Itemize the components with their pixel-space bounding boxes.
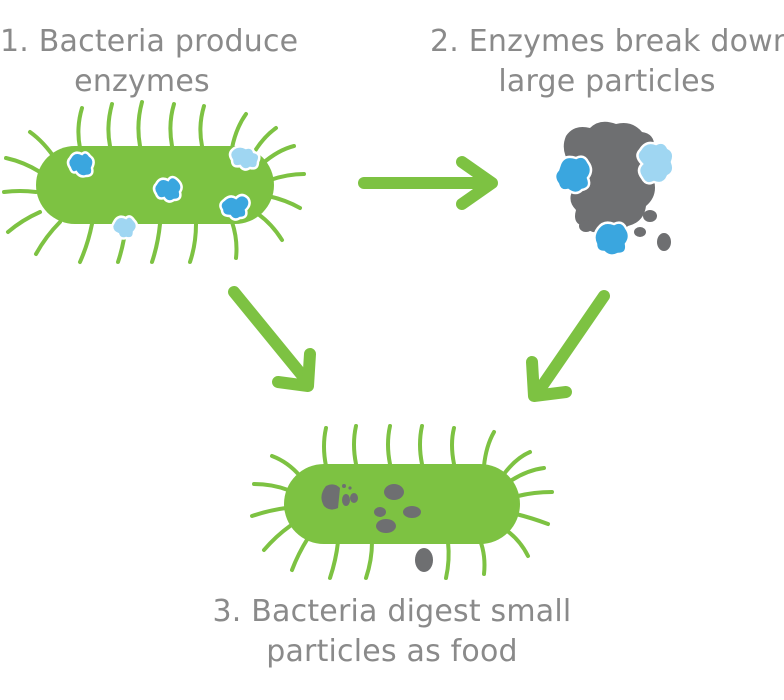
- enzyme-icon: [553, 155, 593, 195]
- step-3-label-line-1: 3. Bacteria digest small: [212, 594, 572, 629]
- step-1-label-line-1: 1. Bacteria produce: [0, 24, 299, 59]
- particle: [376, 519, 396, 533]
- bacterium-producing-enzymes: [2, 100, 306, 264]
- enzyme-icon: [593, 221, 631, 257]
- small-particle: [643, 210, 657, 222]
- particle: [384, 484, 404, 500]
- arrow-down-left: [526, 290, 610, 402]
- arrow-down-right: [228, 286, 316, 392]
- enzyme-icon: [228, 145, 261, 171]
- particle: [350, 493, 358, 503]
- small-particle: [657, 233, 671, 251]
- step-2-label: 2. Enzymes break down large particles: [430, 22, 784, 102]
- step-2-label-line-2: large particles: [498, 64, 716, 99]
- enzyme-icon: [636, 141, 675, 185]
- particle: [342, 484, 346, 488]
- particle: [403, 506, 421, 518]
- particle: [321, 484, 340, 510]
- step-2-label-line-1: 2. Enzymes break down: [430, 24, 784, 59]
- bacterium-digesting-food: [250, 424, 554, 580]
- particle: [374, 507, 386, 517]
- particle: [415, 548, 433, 572]
- enzyme-icon: [152, 175, 183, 203]
- large-particle-breakdown: [553, 121, 675, 257]
- step-3-label: 3. Bacteria digest small particles as fo…: [192, 592, 592, 672]
- step-1-label: 1. Bacteria produce enzymes: [0, 22, 299, 102]
- bacterium-3-body: [284, 464, 520, 544]
- enzyme-icon: [66, 151, 95, 178]
- arrow-right: [358, 156, 498, 210]
- step-1-label-line-2: enzymes: [74, 64, 210, 99]
- small-particle: [634, 227, 646, 237]
- bacterium-1-flagella: [2, 100, 306, 264]
- step-3-label-line-2: particles as food: [266, 634, 518, 669]
- digested-particles: [321, 484, 433, 572]
- particle: [342, 494, 350, 506]
- enzyme-group-1: [66, 145, 261, 240]
- particle: [348, 486, 352, 490]
- enzyme-icon: [219, 193, 251, 221]
- arrows: [228, 156, 610, 402]
- large-particle: [563, 121, 659, 233]
- enzyme-icon: [110, 215, 139, 240]
- small-particle: [579, 220, 593, 232]
